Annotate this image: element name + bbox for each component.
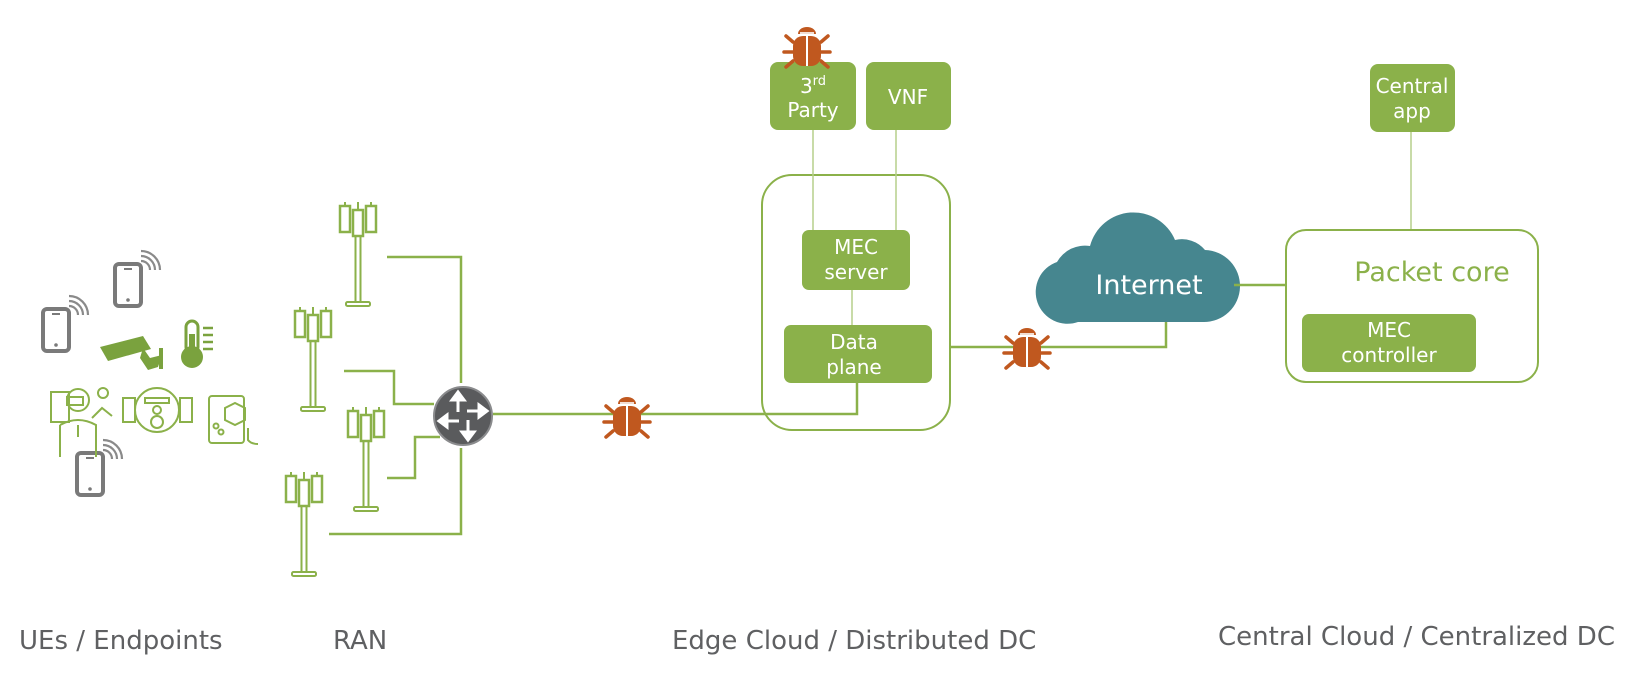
section-label-central: Central Cloud / Centralized DC <box>1218 622 1615 652</box>
ue-devices-group <box>41 249 259 497</box>
vr-user-icon <box>50 387 113 457</box>
bug-icon <box>782 25 832 69</box>
cell-tower-icon <box>293 305 333 413</box>
ran-backhaul-links <box>329 255 463 536</box>
third-party-app-box[interactable]: 3rd Party <box>770 62 856 130</box>
mec-server-label-line1: MEC <box>834 235 878 259</box>
central-app-box[interactable]: Central app <box>1370 64 1455 132</box>
internet-cloud[interactable]: Internet <box>1035 212 1241 324</box>
smartphone-icon <box>75 438 124 497</box>
router-icon <box>433 386 493 446</box>
third-party-superscript: rd <box>813 74 826 89</box>
internet-link <box>950 322 1168 349</box>
data-plane-box[interactable]: Data plane <box>784 325 932 383</box>
link-line <box>344 369 434 406</box>
cell-tower-icon <box>284 470 324 578</box>
ran-towers-group <box>284 200 386 578</box>
third-party-label: Party <box>787 98 838 122</box>
link-line <box>387 255 463 383</box>
link-line <box>329 448 463 536</box>
section-label-edge: Edge Cloud / Distributed DC <box>672 626 1036 656</box>
ar-tablet-icon <box>208 395 259 445</box>
central-app-label-line2: app <box>1393 99 1431 123</box>
bug-icon <box>602 395 652 439</box>
central-app-label-line1: Central <box>1376 74 1449 98</box>
mec-controller-box[interactable]: MEC controller <box>1302 314 1476 372</box>
water-meter-icon <box>122 387 193 433</box>
vnf-box[interactable]: VNF <box>866 62 951 130</box>
internet-label: Internet <box>1095 270 1202 301</box>
security-camera-icon <box>100 336 163 370</box>
data-plane-label-line1: Data <box>830 330 878 354</box>
link-line <box>387 435 440 480</box>
data-plane-label-line2: plane <box>826 355 882 379</box>
section-label-ran: RAN <box>333 626 387 656</box>
third-party-base: 3 <box>800 74 813 98</box>
thermometer-icon <box>181 319 213 368</box>
vnf-label: VNF <box>888 85 928 109</box>
edge-cloud-container <box>761 174 951 431</box>
svg-text:3rd: 3rd <box>800 74 826 98</box>
cell-tower-icon <box>346 405 386 513</box>
mec-controller-label-line2: controller <box>1341 343 1437 367</box>
section-label-ues: UEs / Endpoints <box>19 626 223 656</box>
smartphone-icon <box>41 294 90 353</box>
cell-tower-icon <box>338 200 378 308</box>
mec-server-label-line2: server <box>824 260 888 284</box>
packet-core-label: Packet core <box>1354 257 1509 288</box>
backhaul-link <box>493 382 859 416</box>
mec-controller-label-line1: MEC <box>1367 318 1411 342</box>
packet-core-container[interactable]: Packet core <box>1285 229 1539 383</box>
mec-server-box[interactable]: MEC server <box>802 230 910 290</box>
smartphone-icon <box>113 249 162 308</box>
